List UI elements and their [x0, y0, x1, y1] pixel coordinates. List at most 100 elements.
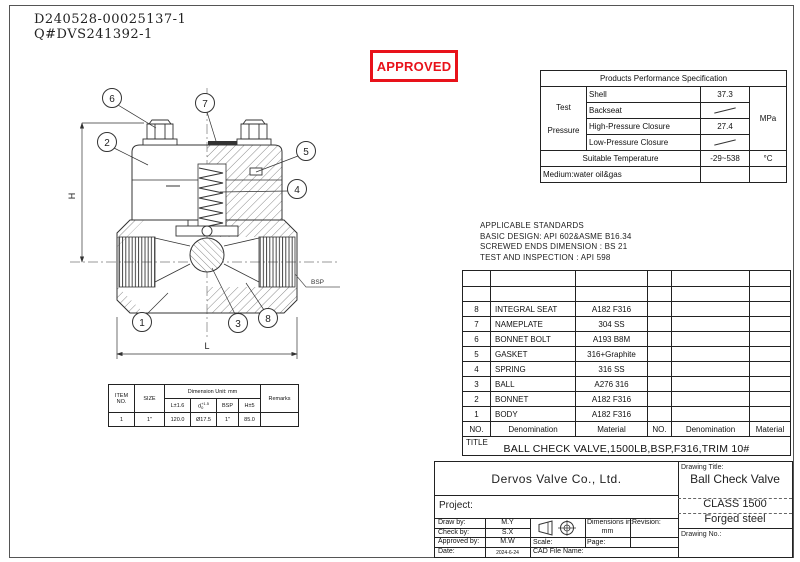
spec-temp-unit: °C	[748, 150, 788, 167]
date-label: Date:	[438, 548, 455, 555]
spring-coil	[198, 167, 224, 234]
balloon-4-number: 4	[294, 185, 300, 196]
thread-size-label: BSP	[311, 279, 324, 286]
seat-guide	[154, 220, 260, 283]
dim-remarks-header: Remarks	[260, 384, 300, 413]
right-thread-bore	[258, 236, 296, 288]
balloon-6-number: 6	[109, 94, 115, 105]
dim-unit-header: Dimension Unit: mm	[163, 384, 262, 399]
dim-col-l: L±1.6	[164, 398, 191, 413]
dimensions-unit: mm	[601, 528, 614, 535]
spec-medium-label: Medium:water oil&gas	[540, 166, 701, 183]
gasket-detail	[249, 167, 263, 176]
balloon-5-number: 5	[303, 147, 309, 158]
approved-stamp: APPROVED	[370, 50, 458, 82]
dim-d-value: Ø17.5	[190, 412, 217, 427]
approved-by-label: Approved by:	[438, 538, 480, 545]
spec-pressure-unit: MPa	[748, 86, 788, 151]
standards-line: SCREWED ENDS DIMENSION : BS 21	[480, 242, 628, 251]
dim-h-label: H	[67, 193, 77, 200]
spec-row-name: Low-Pressure Closure	[586, 134, 701, 151]
drawing-no-label: Drawing No.:	[681, 531, 722, 538]
valve-section-drawing: H L BSP 6 7 2 5 4 1 3	[67, 88, 340, 359]
date-value: 2024-6-24	[496, 550, 519, 556]
spec-title: Products Performance Specification	[539, 70, 788, 87]
spec-temp-value: -29~538	[700, 150, 750, 167]
spec-row-value: 37.3	[700, 86, 750, 103]
spec-temp-label: Suitable Temperature	[540, 150, 701, 167]
approved-stamp-label: APPROVED	[376, 58, 452, 74]
spec-row-name: High-Pressure Closure	[586, 118, 701, 135]
standards-title: APPLICABLE STANDARDS	[480, 221, 584, 230]
balloon-3	[228, 313, 248, 333]
document-number-line2: Q#DVS241392-1	[34, 27, 153, 42]
balloon-4	[287, 179, 307, 199]
spec-row-value	[700, 102, 750, 119]
page-label: Page:	[587, 539, 606, 546]
class-line: CLASS 1500	[703, 498, 767, 510]
spec-row-value	[700, 134, 750, 151]
left-thread-bore	[118, 236, 156, 288]
balloon-2-number: 2	[104, 138, 110, 149]
drawing-title-value: Ball Check Valve	[690, 472, 780, 486]
check-by-label: Check by:	[438, 529, 470, 536]
dim-l-value: 120.0	[164, 412, 191, 427]
balloon-3-number: 3	[235, 319, 241, 330]
balloon-6	[102, 88, 122, 108]
dim-item-value: 1	[108, 412, 135, 427]
balloon-5	[296, 141, 316, 161]
document-number-line1: D240528-00025137-1	[34, 12, 187, 27]
draw-by-label: Draw by:	[438, 519, 466, 526]
valve-body	[116, 219, 298, 314]
dimension-H	[79, 122, 144, 263]
approved-by-value: M.W	[500, 538, 515, 545]
dim-l-label: L	[204, 341, 209, 351]
document-numbers: D240528-00025137-1 Q#DVS241392-1	[34, 12, 186, 42]
applicable-standards: APPLICABLE STANDARDS BASIC DESIGN: API 6…	[480, 221, 632, 263]
balloons	[97, 88, 316, 333]
dimension-L	[116, 317, 298, 359]
dash-mark	[714, 139, 736, 146]
company-name: Dervos Valve Co., Ltd.	[491, 471, 622, 486]
standards-line: TEST AND INSPECTION : API 598	[480, 252, 611, 262]
dim-h-value: 85.0	[237, 412, 262, 427]
ball	[189, 237, 225, 273]
revision-label: Revision:	[632, 519, 661, 526]
spring-assembly	[197, 163, 227, 237]
balloon-2	[97, 132, 117, 152]
spec-group-label: Test Pressure	[540, 86, 587, 151]
parts-header-row: NO. Denomination Material NO. Denominati…	[462, 421, 791, 437]
balloon-1	[132, 312, 152, 332]
sheet-border	[9, 5, 794, 558]
dim-size-header: SIZE	[134, 384, 165, 413]
dimensions-in-label: Dimensions in:	[587, 519, 633, 526]
balloon-7	[195, 93, 215, 113]
dim-item-header: ITEM NO.	[108, 384, 135, 413]
drawing-title-label: Drawing Title:	[681, 464, 724, 471]
projection-symbol-icon	[538, 520, 576, 536]
balloon-numbers: 6 7 2 5 4 1 3 8	[104, 94, 309, 330]
spec-row-name: Shell	[586, 86, 701, 103]
valve-title: BALL CHECK VALVE,1500LB,BSP,F316,TRIM 10…	[503, 443, 750, 455]
cad-file-label: CAD File Name:	[533, 548, 584, 555]
drawing-title-row: TITLE BALL CHECK VALVE,1500LB,BSP,F316,T…	[462, 436, 791, 456]
title-label: TITLE	[466, 438, 488, 447]
balloon-8-number: 8	[265, 314, 271, 325]
spec-row-name: Backseat	[586, 102, 701, 119]
standards-line: BASIC DESIGN: API 602&ASME B16.34	[480, 231, 632, 241]
balloon-7-number: 7	[202, 99, 208, 110]
dim-size-value: 1"	[134, 412, 165, 427]
spec-row-value: 27.4	[700, 118, 750, 135]
dash-mark	[714, 107, 736, 114]
dim-col-bsp: BSP	[216, 398, 239, 413]
bolt-flange	[142, 138, 178, 146]
